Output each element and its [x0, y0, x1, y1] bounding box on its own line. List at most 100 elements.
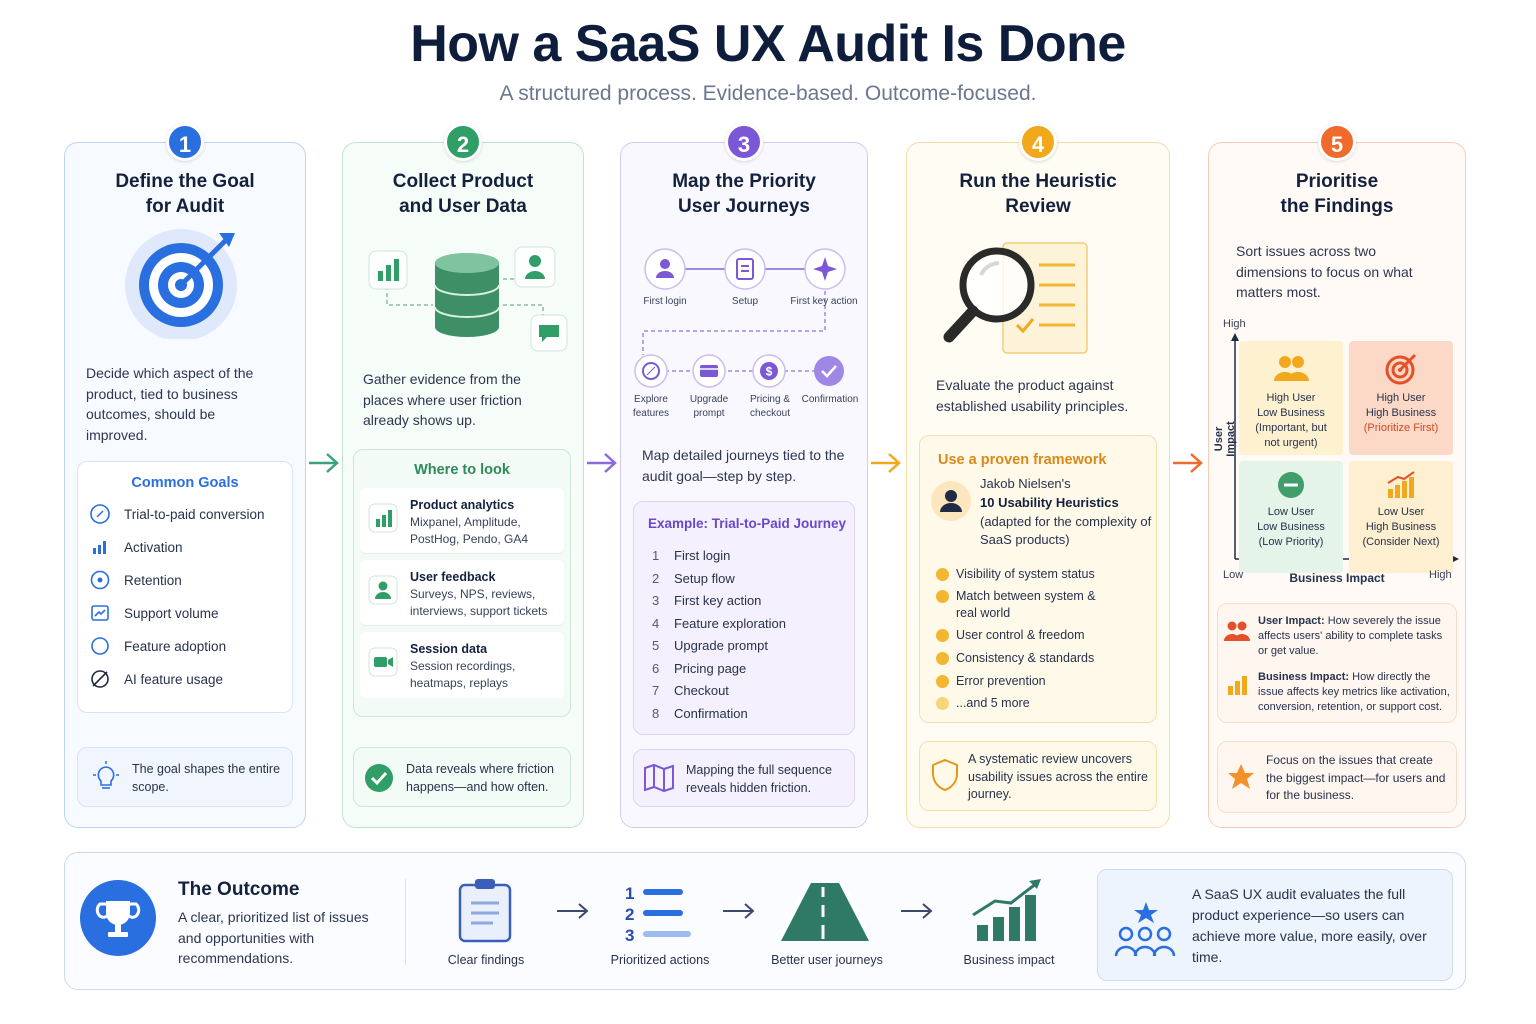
- step-4-note: A systematic review uncovers usability i…: [919, 741, 1157, 811]
- journey-label: First key action: [790, 296, 858, 307]
- team-icon: [1114, 902, 1176, 957]
- framework-author: Jakob Nielsen's: [980, 476, 1071, 491]
- arrow-right-icon: [587, 453, 617, 473]
- step-2-note: Data reveals where friction happens—and …: [353, 747, 571, 807]
- step-1-note: The goal shapes the entire scope.: [77, 747, 293, 807]
- where-to-look-box: Where to look Product analytics Mixpanel…: [353, 449, 571, 717]
- outcome-step-label: Clear findings: [447, 953, 525, 967]
- outcome-step-label: Better user journeys: [771, 953, 883, 967]
- step-1-description: Decide which aspect of the product, tied…: [86, 365, 254, 443]
- analytics-icon: [368, 503, 398, 533]
- growth-chart-icon: [972, 879, 1041, 941]
- map-icon: [644, 763, 674, 793]
- support-icon: [91, 605, 109, 621]
- divider: [405, 879, 406, 965]
- goal-item: Feature adoption: [88, 634, 226, 658]
- journey-label: Pricing & checkout: [749, 394, 791, 419]
- outcome-title: The Outcome: [178, 879, 300, 900]
- heuristic-item: ...and 5 more: [936, 695, 1146, 712]
- journey-label: Explore features: [632, 394, 670, 419]
- y-axis-high: High: [1223, 318, 1246, 330]
- framework-title: Use a proven framework: [938, 452, 1107, 468]
- step-1-badge: 1: [166, 123, 204, 161]
- heuristic-item: Consistency & standards: [936, 650, 1146, 667]
- video-icon: [368, 647, 398, 677]
- clipboard-icon: [458, 879, 512, 943]
- source-card: User feedback Surveys, NPS, reviews, int…: [360, 560, 564, 626]
- step-2-description: Gather evidence from the places where us…: [363, 371, 522, 428]
- users-icon: [1224, 621, 1250, 641]
- retention-icon: [90, 570, 110, 590]
- journey-label: Setup: [731, 296, 759, 307]
- journey-label: Confirmation: [801, 394, 859, 405]
- goal-item: Trial-to-paid conversion: [88, 502, 265, 526]
- star-icon: [1228, 764, 1254, 789]
- step-3-badge: 3: [725, 123, 763, 161]
- step-4-badge: 4: [1019, 123, 1057, 161]
- heuristic-item: Visibility of system status: [936, 566, 1146, 583]
- database-icon: [368, 246, 568, 352]
- x-axis-low: Low: [1223, 569, 1244, 581]
- goal-item: Retention: [88, 568, 182, 592]
- outcome-summary: A SaaS UX audit evaluates the full produ…: [1097, 869, 1453, 981]
- outcome-step-label: Business impact: [963, 953, 1055, 967]
- list-bars-icon: [643, 889, 691, 937]
- quadrant-low-user-low-business: Low User Low Business (Low Priority): [1239, 461, 1343, 573]
- step-2-badge: 2: [444, 123, 482, 161]
- arrow-right-icon: [901, 903, 933, 919]
- journey-label: Upgrade prompt: [689, 394, 729, 419]
- framework-name: 10 Usability Heuristics: [980, 495, 1119, 510]
- user-icon: [368, 575, 398, 605]
- arrow-right-icon: [1173, 453, 1203, 473]
- user-impact-definition: User Impact: How severely the issue affe…: [1258, 615, 1443, 657]
- step-5-note: Focus on the issues that create the bigg…: [1217, 741, 1457, 813]
- check-circle-icon: [365, 764, 393, 792]
- bar-chart-icon: [1228, 676, 1247, 695]
- impact-definitions: User Impact: How severely the issue affe…: [1217, 603, 1457, 723]
- quadrant-high-user-high-business: High User High Business (Prioritize Firs…: [1349, 341, 1453, 455]
- quadrant-low-user-high-business: Low User High Business (Consider Next): [1349, 461, 1453, 573]
- arrow-right-icon: [871, 453, 901, 473]
- x-axis-label: Business Impact: [1289, 571, 1385, 585]
- trophy-icon: [80, 880, 156, 956]
- goal-item: Activation: [88, 535, 183, 559]
- circle-icon: [91, 637, 109, 655]
- step-4-description: Evaluate the product against established…: [936, 377, 1129, 414]
- outcome-panel: The Outcome A clear, prioritized list of…: [64, 852, 1466, 990]
- journey-label: First login: [643, 296, 687, 307]
- example-journey-title: Example: Trial-to-Paid Journey: [648, 516, 847, 531]
- arrow-right-icon: [309, 453, 339, 473]
- business-impact-definition: Business Impact: How directly the issue …: [1258, 671, 1450, 713]
- ai-icon: [91, 670, 109, 688]
- source-card: Product analytics Mixpanel, Amplitude, P…: [360, 488, 564, 554]
- outcome-step-label: Prioritized actions: [610, 953, 710, 967]
- framework-box: Use a proven framework Jakob Nielsen's 1…: [919, 435, 1157, 723]
- heuristic-item: Error prevention: [936, 673, 1146, 690]
- common-goals-title: Common Goals: [131, 475, 239, 491]
- users-icon: [1274, 356, 1309, 381]
- heuristic-item: Match between system & real world: [936, 588, 1106, 622]
- goal-item: AI feature usage: [88, 667, 223, 691]
- shield-icon: [932, 758, 958, 792]
- where-to-look-title: Where to look: [414, 462, 510, 478]
- page-title: How a SaaS UX Audit Is Done: [410, 15, 1126, 73]
- quadrant-high-user-low-business: High User Low Business (Important, but n…: [1239, 341, 1343, 455]
- target-icon: [125, 229, 237, 339]
- goal-item: Support volume: [88, 601, 219, 625]
- step-3-description: Map detailed journeys tied to the audit …: [642, 447, 845, 484]
- step-3-note: Mapping the full sequence reveals hidden…: [633, 749, 855, 807]
- arrow-right-icon: [557, 903, 589, 919]
